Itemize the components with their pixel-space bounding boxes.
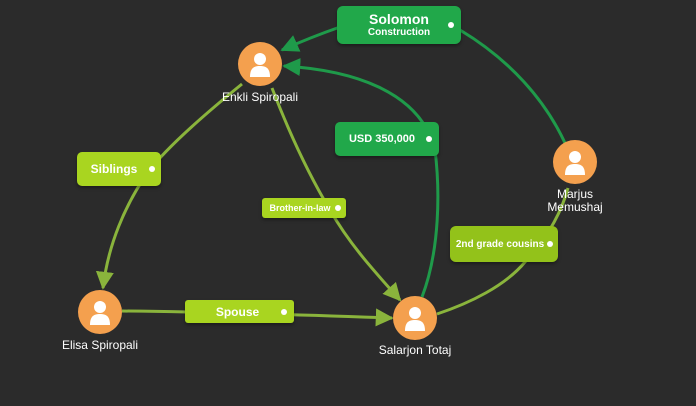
label-brother-text: Brother-in-law [269,203,331,213]
label-usd-text: USD 350,000 [348,133,416,145]
person-name-marjus: Marjus Memushaj [530,188,620,214]
edge-cousins-salarjon-marjus [436,187,570,316]
label-spouse-text: Spouse [215,304,260,319]
connector-dot-icon [281,308,287,315]
connector-dot-icon [547,241,553,247]
person-node-elisa[interactable] [78,290,122,334]
edge-siblings-enkli-elisa [95,82,243,290]
person-node-enkli[interactable] [238,42,282,86]
edge-brother-enkli-salarjon [270,87,402,302]
person-name-enkli: Enkli Spiropali [221,90,299,104]
connector-dot-icon [448,22,454,28]
label-solomon-sub: Construction [367,27,431,38]
user-icon [405,307,425,331]
edge-solomon-marjus [459,28,567,144]
label-siblings[interactable]: Siblings [77,152,161,186]
label-cousins-text: 2nd grade cousins [455,238,545,250]
user-icon [565,151,585,175]
label-usd-amount[interactable]: USD 350,000 [335,122,439,156]
label-solomon-title: Solomon [369,11,429,27]
person-node-salarjon[interactable] [393,296,437,340]
person-name-marjus-line2: Memushaj [547,200,603,214]
label-brother-in-law[interactable]: Brother-in-law [262,198,346,218]
edge-solomon-enkli [280,25,341,52]
user-icon [250,53,270,77]
label-solomon-construction[interactable]: Solomon Construction [337,6,461,44]
person-name-salarjon: Salarjon Totaj [378,343,452,357]
label-second-grade-cousins[interactable]: 2nd grade cousins [450,226,558,262]
connector-dot-icon [426,136,432,142]
label-spouse[interactable]: Spouse [185,300,294,323]
person-name-elisa: Elisa Spiropali [61,338,139,352]
person-name-marjus-line1: Marjus [556,187,593,201]
connector-dot-icon [149,166,155,172]
connector-dot-icon [335,205,341,211]
label-siblings-text: Siblings [90,162,138,176]
user-icon [90,301,110,325]
person-node-marjus[interactable] [553,140,597,184]
